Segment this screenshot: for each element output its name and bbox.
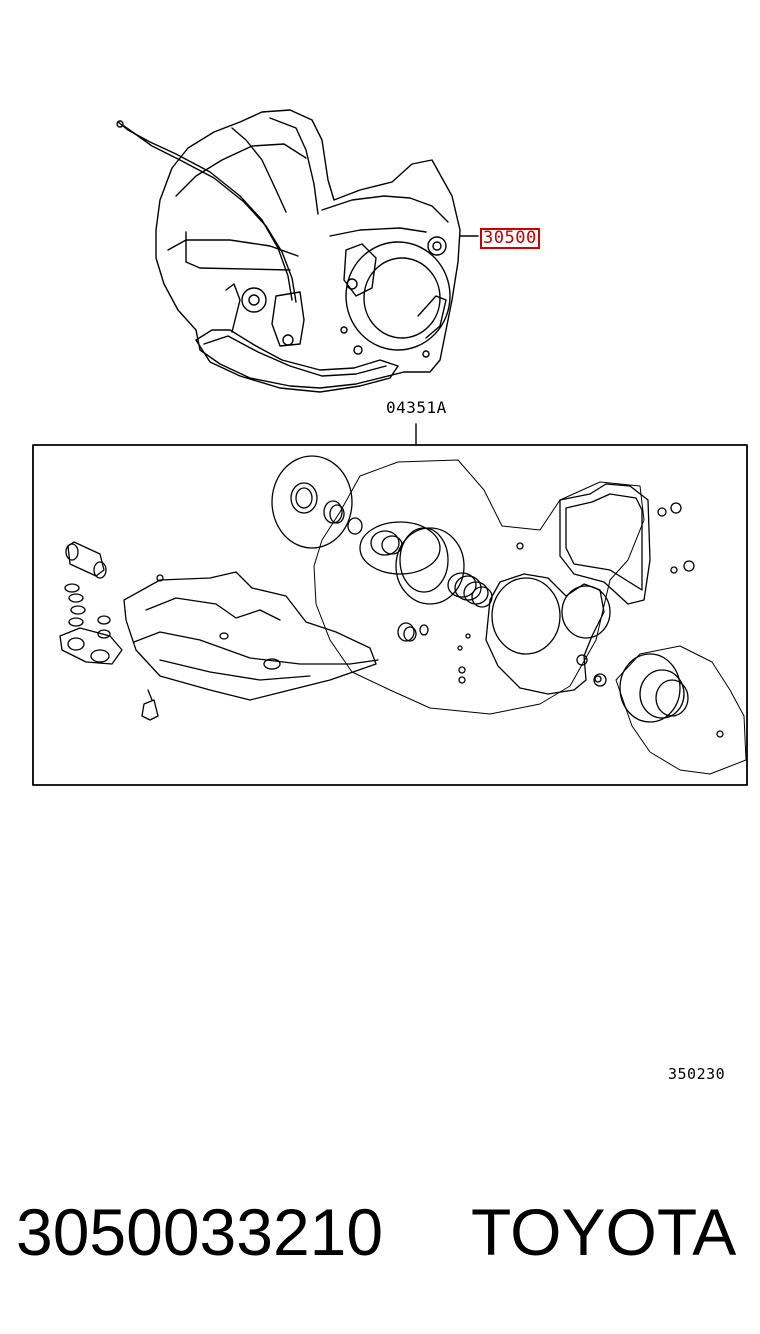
brand-name: TOYOTA xyxy=(471,1195,737,1269)
callout-gasket-kit[interactable]: 04351A xyxy=(386,398,447,417)
gasket-kit-illustration xyxy=(59,455,747,775)
callout-assembly-part-number[interactable]: 30500 xyxy=(480,228,540,249)
footer-caption: 3050033210 TOYOTA xyxy=(16,1192,756,1272)
gasket-kit-frame xyxy=(32,444,748,786)
transmission-assembly-illustration xyxy=(116,109,479,393)
illustration-code: 350230 xyxy=(668,1065,726,1083)
part-number: 3050033210 xyxy=(16,1195,384,1269)
